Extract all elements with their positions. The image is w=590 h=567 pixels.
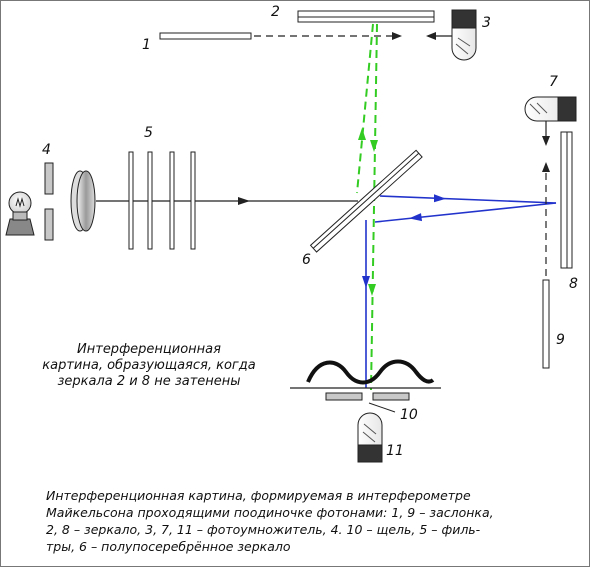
figure-caption: Интерференционная картина, формируемая в…	[46, 487, 574, 555]
label-1: 1	[142, 37, 151, 53]
blue-arrow-down	[362, 276, 370, 288]
label-9: 9	[556, 332, 565, 348]
slit-4-bottom	[44, 208, 54, 241]
photomultiplier-7	[524, 96, 577, 122]
lens	[70, 170, 96, 232]
label-11: 11	[386, 443, 404, 459]
label-6: 6	[302, 252, 311, 268]
mirror-2-back	[297, 16, 435, 23]
half-silvered-mirror-6	[309, 149, 423, 253]
mirror-8-back	[566, 131, 573, 269]
photomultiplier-3	[451, 9, 477, 61]
filters-5	[128, 151, 196, 250]
arrow-2	[426, 32, 436, 40]
green-arrow-down-2	[368, 284, 376, 296]
green-beam-b	[370, 23, 378, 391]
shutter-9	[542, 279, 550, 369]
annotation-line-1: Интерференционная	[77, 342, 221, 357]
shutter-1	[159, 32, 252, 40]
label-7: 7	[549, 74, 558, 90]
green-arrow-down	[370, 140, 378, 152]
leader-10	[368, 402, 396, 413]
blue-arrow-right	[434, 194, 446, 203]
label-4: 4	[42, 142, 51, 158]
blue-beam-right	[379, 195, 557, 204]
photomultiplier-11	[357, 412, 383, 463]
lamp	[5, 191, 35, 236]
caption-line-3: 2, 8 – зеркало, 3, 7, 11 – фотоумножител…	[46, 522, 481, 537]
slit-10-left	[325, 392, 363, 401]
input-arrow	[238, 197, 250, 205]
blue-beam-return	[374, 202, 557, 223]
blue-arrow-left	[409, 213, 422, 222]
caption-line-2: Майкельсона проходящими поодиночке фотон…	[46, 505, 494, 520]
annotation-line-3: зеркала 2 и 8 не затенены	[57, 374, 241, 389]
arrow-9	[542, 162, 550, 172]
label-3: 3	[482, 15, 491, 31]
green-beam-a	[356, 23, 374, 194]
annotation-line-2: картина, образующаяся, когда	[42, 358, 256, 373]
caption-line-4: тры, 6 – полупосеребрённое зеркало	[46, 539, 291, 554]
interference-annotation: Интерференционная картина, образующаяся,…	[30, 342, 268, 390]
mirror-8	[560, 131, 568, 269]
arrow-1	[392, 32, 402, 40]
label-10: 10	[400, 407, 418, 423]
slit-10-right	[372, 392, 410, 401]
arrow-pmt-7	[542, 136, 550, 146]
green-arrow-up	[358, 128, 366, 140]
slit-4-top	[44, 162, 54, 195]
interference-wave	[306, 359, 435, 385]
caption-line-1: Интерференционная картина, формируемая в…	[46, 488, 471, 503]
label-2: 2	[271, 4, 280, 20]
mirror-2	[297, 10, 435, 18]
label-5: 5	[144, 125, 153, 141]
label-8: 8	[569, 276, 578, 292]
